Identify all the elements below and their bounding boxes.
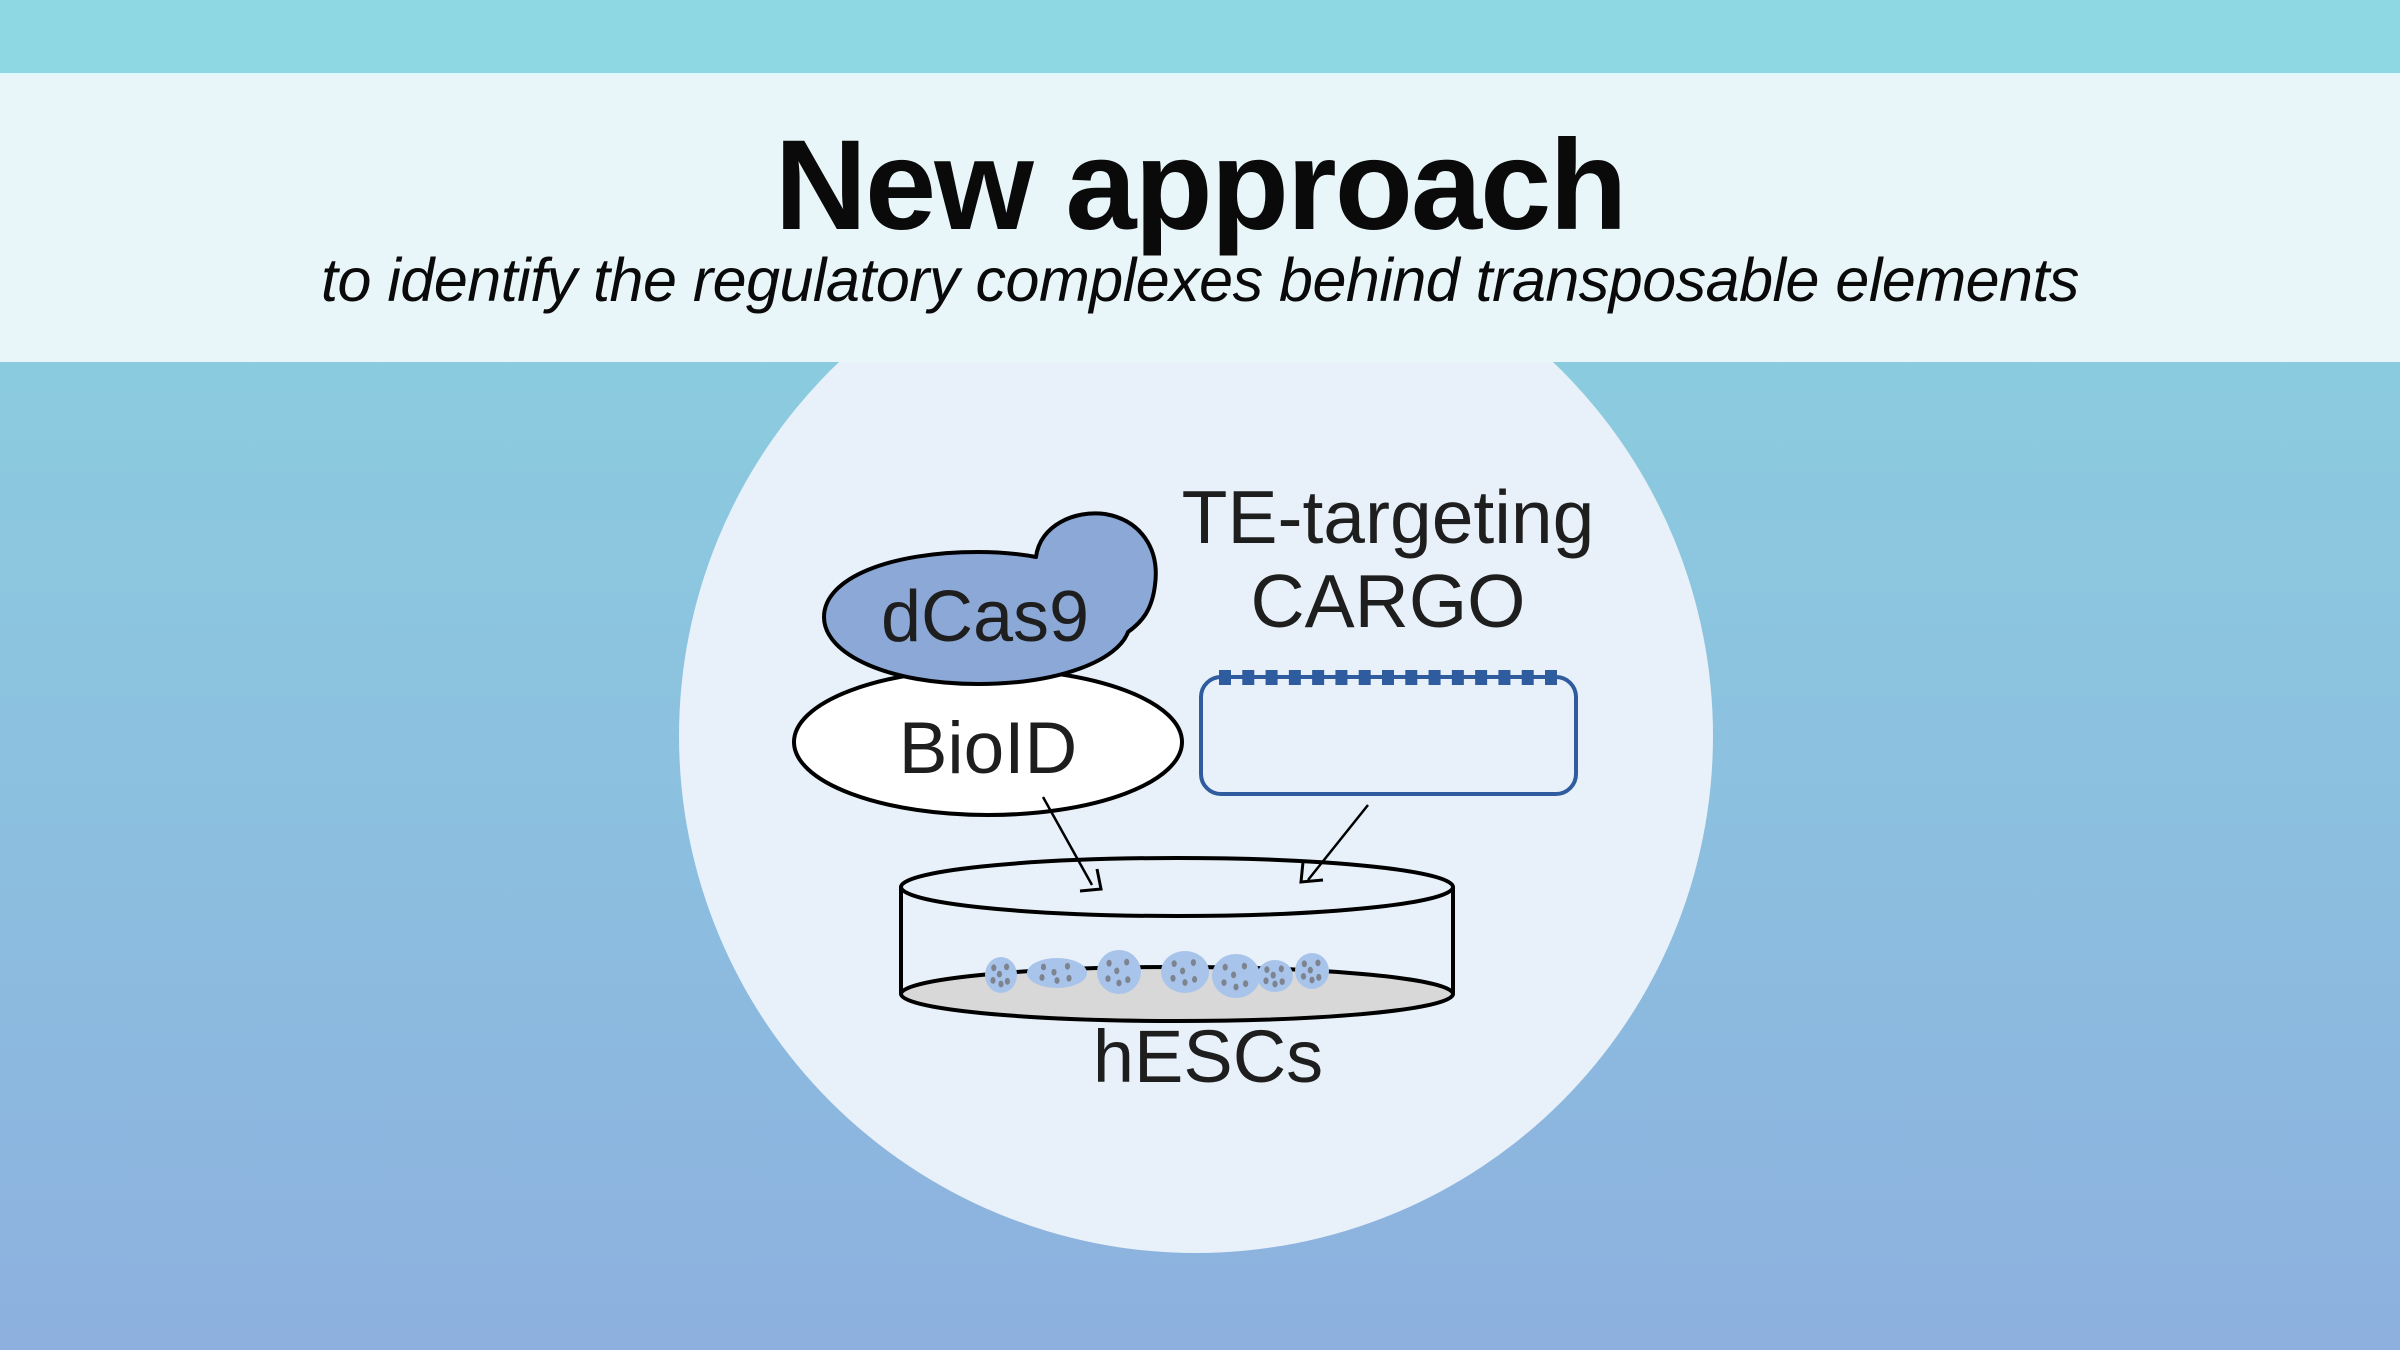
cell-nucleus (1190, 959, 1196, 966)
cell-colony (1212, 954, 1260, 998)
plasmid-tick (1475, 670, 1488, 685)
cell-nucleus (1170, 974, 1176, 982)
cell-nucleus (1039, 974, 1045, 981)
cell-nucleus (1307, 966, 1313, 974)
plasmid-tick (1358, 670, 1371, 685)
cell-nucleus (1241, 962, 1247, 970)
cell-nucleus (1064, 962, 1071, 970)
plasmid-tick (1451, 670, 1464, 685)
cell-colony (985, 957, 1017, 993)
cell-colony (1257, 960, 1293, 992)
cell-nucleus (1272, 980, 1278, 988)
plasmid-tick (1265, 670, 1278, 685)
header-panel (0, 73, 2400, 362)
bioid-arrowhead-icon (1079, 868, 1103, 893)
cell-nucleus (1066, 974, 1072, 982)
page-subtitle: to identify the regulatory complexes beh… (321, 246, 2079, 314)
cargo-arrow (1307, 804, 1369, 881)
cell-nucleus (1051, 968, 1057, 976)
cell-nucleus (1315, 959, 1321, 967)
cell-nucleus (1263, 977, 1269, 985)
dcas9-shape (822, 511, 1158, 686)
cargo-label-line2: CARGO (1250, 559, 1525, 643)
cell-nucleus (1105, 975, 1111, 982)
cell-nucleus (1309, 976, 1315, 984)
cell-nucleus (1279, 978, 1285, 985)
cell-nucleus (996, 970, 1003, 978)
cell-nucleus (1182, 979, 1188, 986)
plasmid-tick (1545, 670, 1557, 685)
cell-nucleus (1125, 976, 1131, 984)
cell-nucleus (1124, 958, 1130, 966)
plasmid-tick (1288, 670, 1301, 685)
cell-nucleus (1180, 967, 1186, 975)
cell-nucleus (1316, 973, 1322, 981)
plasmid-tick (1405, 670, 1418, 685)
cells-label: hESCs (1093, 1015, 1323, 1098)
bioid-arrow (1041, 796, 1094, 886)
cell-nucleus (1004, 977, 1011, 985)
cell-nucleus (1171, 960, 1177, 967)
plasmid-tick (1428, 670, 1441, 685)
cell-nucleus (1231, 971, 1237, 979)
plasmid-tick (1498, 670, 1511, 685)
dish-rim (899, 856, 1455, 918)
plasmid-tick (1382, 670, 1394, 685)
page-title: New approach (774, 114, 1628, 257)
cell-nucleus (1243, 980, 1249, 988)
cargo-arrowhead-icon (1299, 861, 1324, 884)
cell-nucleus (1221, 979, 1227, 986)
cell-nucleus (1301, 960, 1307, 968)
cell-nucleus (990, 977, 996, 984)
plasmid-tick (1335, 670, 1348, 685)
cell-nucleus (998, 980, 1004, 988)
plasmid-guide-array (1219, 670, 1557, 685)
cell-nucleus (991, 964, 997, 972)
cell-nucleus (1040, 963, 1047, 971)
cell-colony (1027, 958, 1087, 988)
cell-nucleus (1116, 979, 1122, 987)
bioid-label: BioID (899, 708, 1078, 789)
top-color-band (0, 0, 2400, 73)
petri-dish (899, 856, 1455, 1023)
cell-colony (1295, 953, 1329, 989)
cell-colony (1161, 951, 1209, 993)
cell-colony (1097, 950, 1141, 994)
cell-nucleus (1004, 963, 1010, 971)
cell-nucleus (1114, 967, 1120, 975)
plasmid-vector-shape (1199, 675, 1578, 796)
plasmid-tick (1219, 670, 1231, 685)
cell-nucleus (1300, 973, 1307, 980)
cell-nucleus (1106, 959, 1112, 967)
cell-nucleus (1054, 977, 1060, 984)
cell-nucleus (1264, 966, 1270, 973)
cell-nucleus (1233, 983, 1239, 991)
cell-colonies (985, 950, 1329, 998)
cell-nucleus (1192, 975, 1198, 983)
cell-nucleus (1270, 971, 1276, 979)
dcas9-label: dCas9 (881, 577, 1089, 657)
plasmid-tick (1312, 670, 1325, 685)
cargo-label-line1: TE-targeting (1182, 475, 1595, 559)
cell-nucleus (1278, 965, 1284, 973)
cell-nucleus (1222, 963, 1228, 971)
plasmid-tick (1521, 670, 1534, 685)
plasmid-tick (1242, 670, 1255, 685)
